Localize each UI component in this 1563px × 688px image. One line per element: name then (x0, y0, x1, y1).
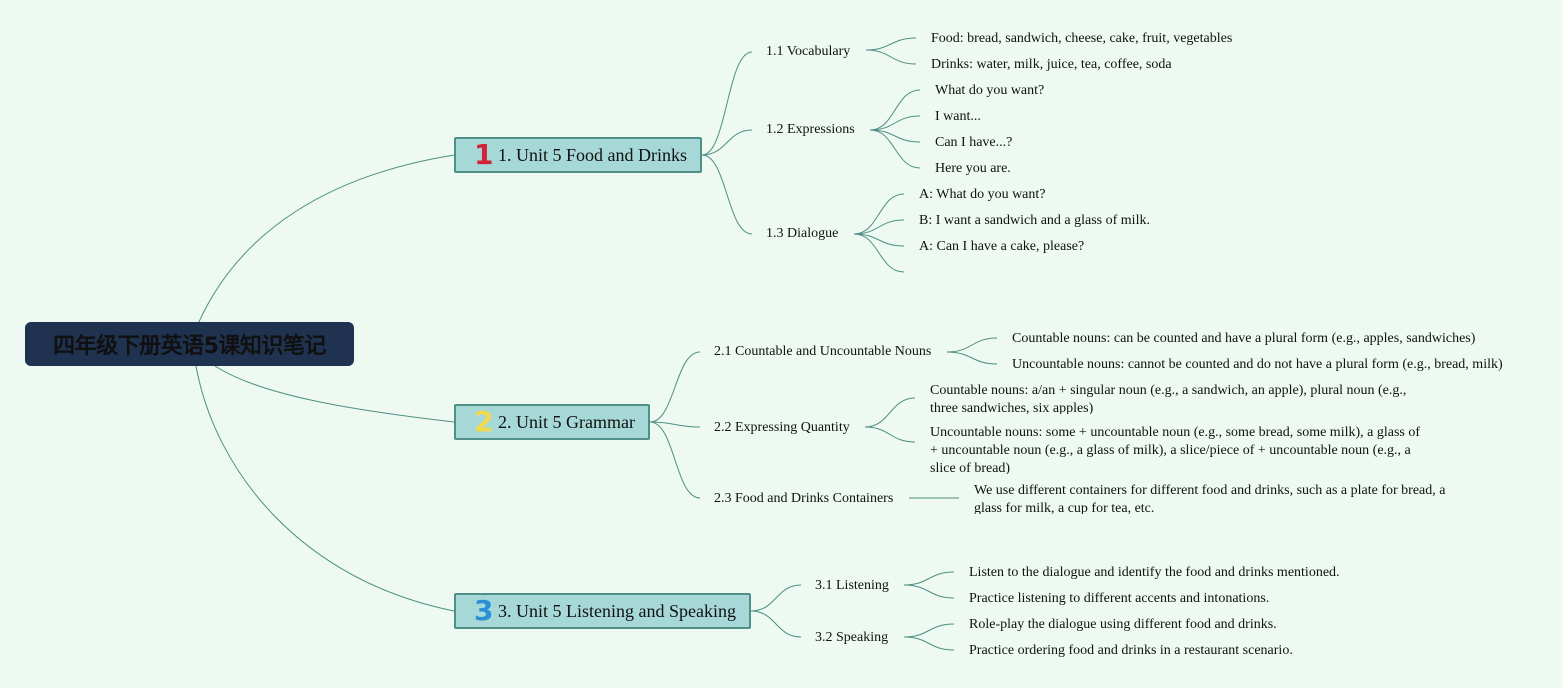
branch-listening-speaking[interactable]: 3 3. Unit 5 Listening and Speaking (454, 593, 751, 629)
sub-expressing-quantity[interactable]: 2.2 Expressing Quantity (714, 420, 850, 435)
connector-line (869, 89, 921, 131)
sub-containers[interactable]: 2.3 Food and Drinks Containers (714, 491, 894, 506)
connector-line (701, 51, 753, 156)
connector-line (865, 49, 917, 65)
sub-speaking[interactable]: 3.2 Speaking (815, 630, 889, 645)
leaf-dialogue-line[interactable]: B: I want a sandwich and a glass of milk… (919, 213, 1150, 228)
root-topic[interactable]: 四年级下册英语5课知识笔记 (25, 322, 354, 366)
number-one-icon: 1 (474, 138, 494, 171)
connector-line (649, 421, 701, 499)
connector-line (946, 337, 998, 353)
connector-line (701, 154, 753, 235)
leaf-countable-quantity[interactable]: Countable nouns: a/an + singular noun (e… (930, 383, 1407, 414)
leaf-listening-task[interactable]: Practice listening to different accents … (969, 591, 1270, 606)
sub-listening[interactable]: 3.1 Listening (815, 578, 889, 593)
leaf-food-list[interactable]: Food: bread, sandwich, cheese, cake, fru… (931, 31, 1233, 46)
branch-label: 2. Unit 5 Grammar (498, 411, 635, 432)
connector-line (903, 636, 955, 651)
connector-line (853, 219, 905, 235)
connector-line (750, 610, 802, 638)
leaf-expression[interactable]: Can I have...? (935, 135, 1013, 150)
connector-line (869, 129, 921, 169)
number-three-icon: 3 (474, 594, 494, 627)
connector-line (903, 623, 955, 638)
leaf-speaking-task[interactable]: Role-play the dialogue using different f… (969, 617, 1277, 632)
connector-line (853, 233, 905, 273)
leaf-expression[interactable]: Here you are. (935, 161, 1011, 176)
number-two-icon: 2 (474, 405, 494, 438)
root-title: 四年级下册英语5课知识笔记 (53, 334, 326, 359)
sub-expressions[interactable]: 1.2 Expressions (766, 122, 855, 137)
sub-vocabulary[interactable]: 1.1 Vocabulary (766, 44, 851, 59)
leaf-uncountable-quantity[interactable]: Uncountable nouns: some + uncountable no… (930, 425, 1421, 474)
connector-line (701, 129, 753, 156)
connector-line (864, 426, 916, 443)
connector-line (865, 37, 917, 51)
branch-label: 1. Unit 5 Food and Drinks (498, 144, 687, 165)
leaf-drinks-list[interactable]: Drinks: water, milk, juice, tea, coffee,… (931, 57, 1172, 72)
leaf-expression[interactable]: What do you want? (935, 83, 1045, 98)
connector-line (214, 365, 455, 423)
connector-line (864, 397, 916, 428)
leaf-speaking-task[interactable]: Practice ordering food and drinks in a r… (969, 643, 1293, 658)
connector-line (649, 421, 701, 428)
leaf-containers[interactable]: We use different containers for differen… (974, 483, 1446, 514)
leaf-expression[interactable]: I want... (935, 109, 981, 124)
branch-label: 3. Unit 5 Listening and Speaking (498, 600, 736, 621)
branch-grammar[interactable]: 2 2. Unit 5 Grammar (454, 404, 650, 440)
connector-line (869, 115, 921, 131)
connector-line (853, 193, 905, 235)
connector-line (903, 571, 955, 586)
connector-line (946, 351, 998, 365)
leaf-dialogue-line[interactable]: A: Can I have a cake, please? (919, 239, 1085, 254)
connector-line (197, 154, 455, 325)
leaf-listening-task[interactable]: Listen to the dialogue and identify the … (969, 565, 1340, 580)
leaf-uncountable-def[interactable]: Uncountable nouns: cannot be counted and… (1012, 357, 1503, 372)
connector-line (903, 584, 955, 599)
sub-countable-uncountable[interactable]: 2.1 Countable and Uncountable Nouns (714, 344, 932, 359)
connector-line (649, 351, 701, 423)
sub-dialogue[interactable]: 1.3 Dialogue (766, 226, 839, 241)
connector-line (750, 584, 802, 612)
branch-food-and-drinks[interactable]: 1 1. Unit 5 Food and Drinks (454, 137, 702, 173)
connector-line (195, 365, 455, 612)
leaf-dialogue-line[interactable]: A: What do you want? (919, 187, 1046, 202)
leaf-countable-def[interactable]: Countable nouns: can be counted and have… (1012, 331, 1476, 346)
